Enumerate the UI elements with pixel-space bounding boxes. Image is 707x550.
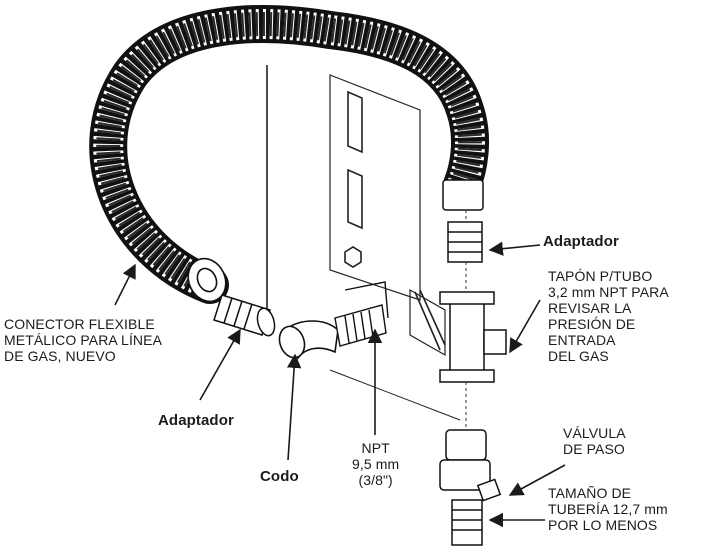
label-npt: NPT 9,5 mm (3/8")	[352, 440, 400, 488]
label-adaptador-top: Adaptador	[543, 233, 619, 250]
vertical-pipe-assembly	[439, 179, 507, 546]
arrow-adaptador-top	[488, 241, 541, 256]
label-codo: Codo	[260, 468, 299, 485]
tee-fitting-icon	[449, 294, 485, 381]
arrow-conector	[114, 263, 136, 306]
hose-icon	[89, 5, 489, 304]
label-conector: CONECTOR FLEXIBLE METÁLICO PARA LÍNEA DE…	[4, 316, 163, 364]
appliance-panel	[266, 65, 461, 421]
pointer-arrows	[114, 241, 566, 528]
plug-icon	[483, 329, 507, 355]
npt-nipple-icon	[334, 281, 389, 347]
arrow-adaptador-bottom	[199, 328, 241, 401]
adapter-left-icon	[213, 294, 276, 337]
elbow-icon	[278, 320, 339, 360]
arrow-valvula	[508, 464, 566, 496]
hose-nut-right-icon	[442, 179, 484, 211]
arrow-codo	[286, 353, 302, 461]
arrow-tapon	[509, 299, 541, 354]
shutoff-valve-icon	[445, 429, 487, 461]
hose-nut-left-icon	[187, 257, 227, 303]
label-tapon: TAPÓN P/TUBO 3,2 mm NPT PARA REVISAR LA …	[548, 268, 669, 364]
pipe-icon	[451, 499, 483, 546]
label-tamano: TAMAÑO DE TUBERÍA 12,7 mm POR LO MENOS	[548, 485, 668, 533]
label-valvula: VÁLVULA DE PASO	[563, 425, 626, 457]
label-adaptador-bottom: Adaptador	[158, 412, 234, 429]
